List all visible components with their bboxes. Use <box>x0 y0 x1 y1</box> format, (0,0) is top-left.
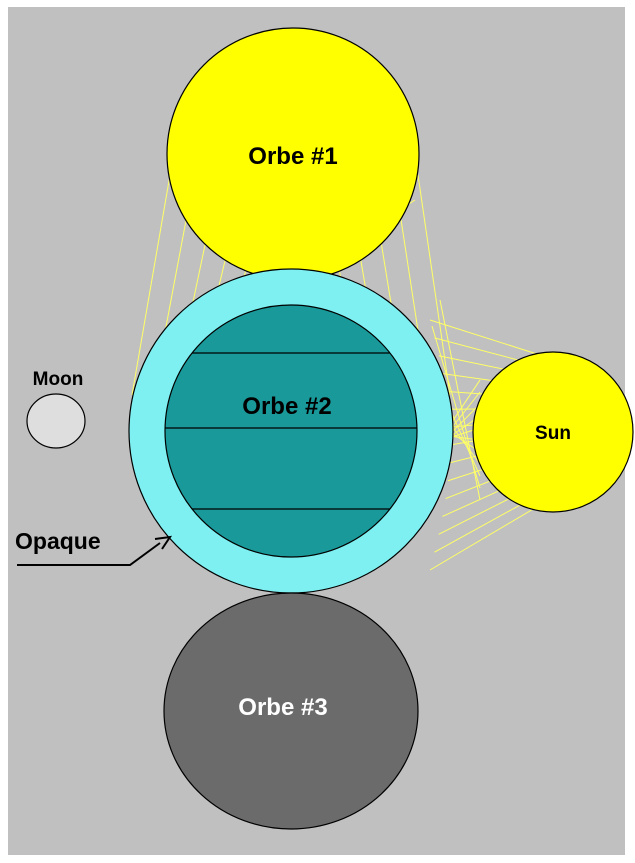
sun-label: Sun <box>535 423 571 444</box>
moon-label: Moon <box>33 369 84 390</box>
light-ray <box>131 174 171 396</box>
orbe3-circle <box>163 592 419 830</box>
light-ray <box>417 174 451 396</box>
moon-circle <box>26 393 86 449</box>
opaque-pointer-line <box>17 542 161 566</box>
light-ray <box>429 504 541 571</box>
orbe3-label: Orbe #3 <box>238 694 327 721</box>
light-ray <box>439 299 481 501</box>
sun-circle <box>472 351 634 513</box>
opaque-label: Opaque <box>15 528 101 554</box>
opaque-arrow-icon <box>154 535 173 550</box>
light-ray <box>429 319 541 356</box>
orbe2-bands <box>165 352 417 510</box>
orbe2-circle <box>164 304 418 558</box>
orbe1-label: Orbe #1 <box>248 143 337 170</box>
orbe2-label: Orbe #2 <box>242 393 331 420</box>
